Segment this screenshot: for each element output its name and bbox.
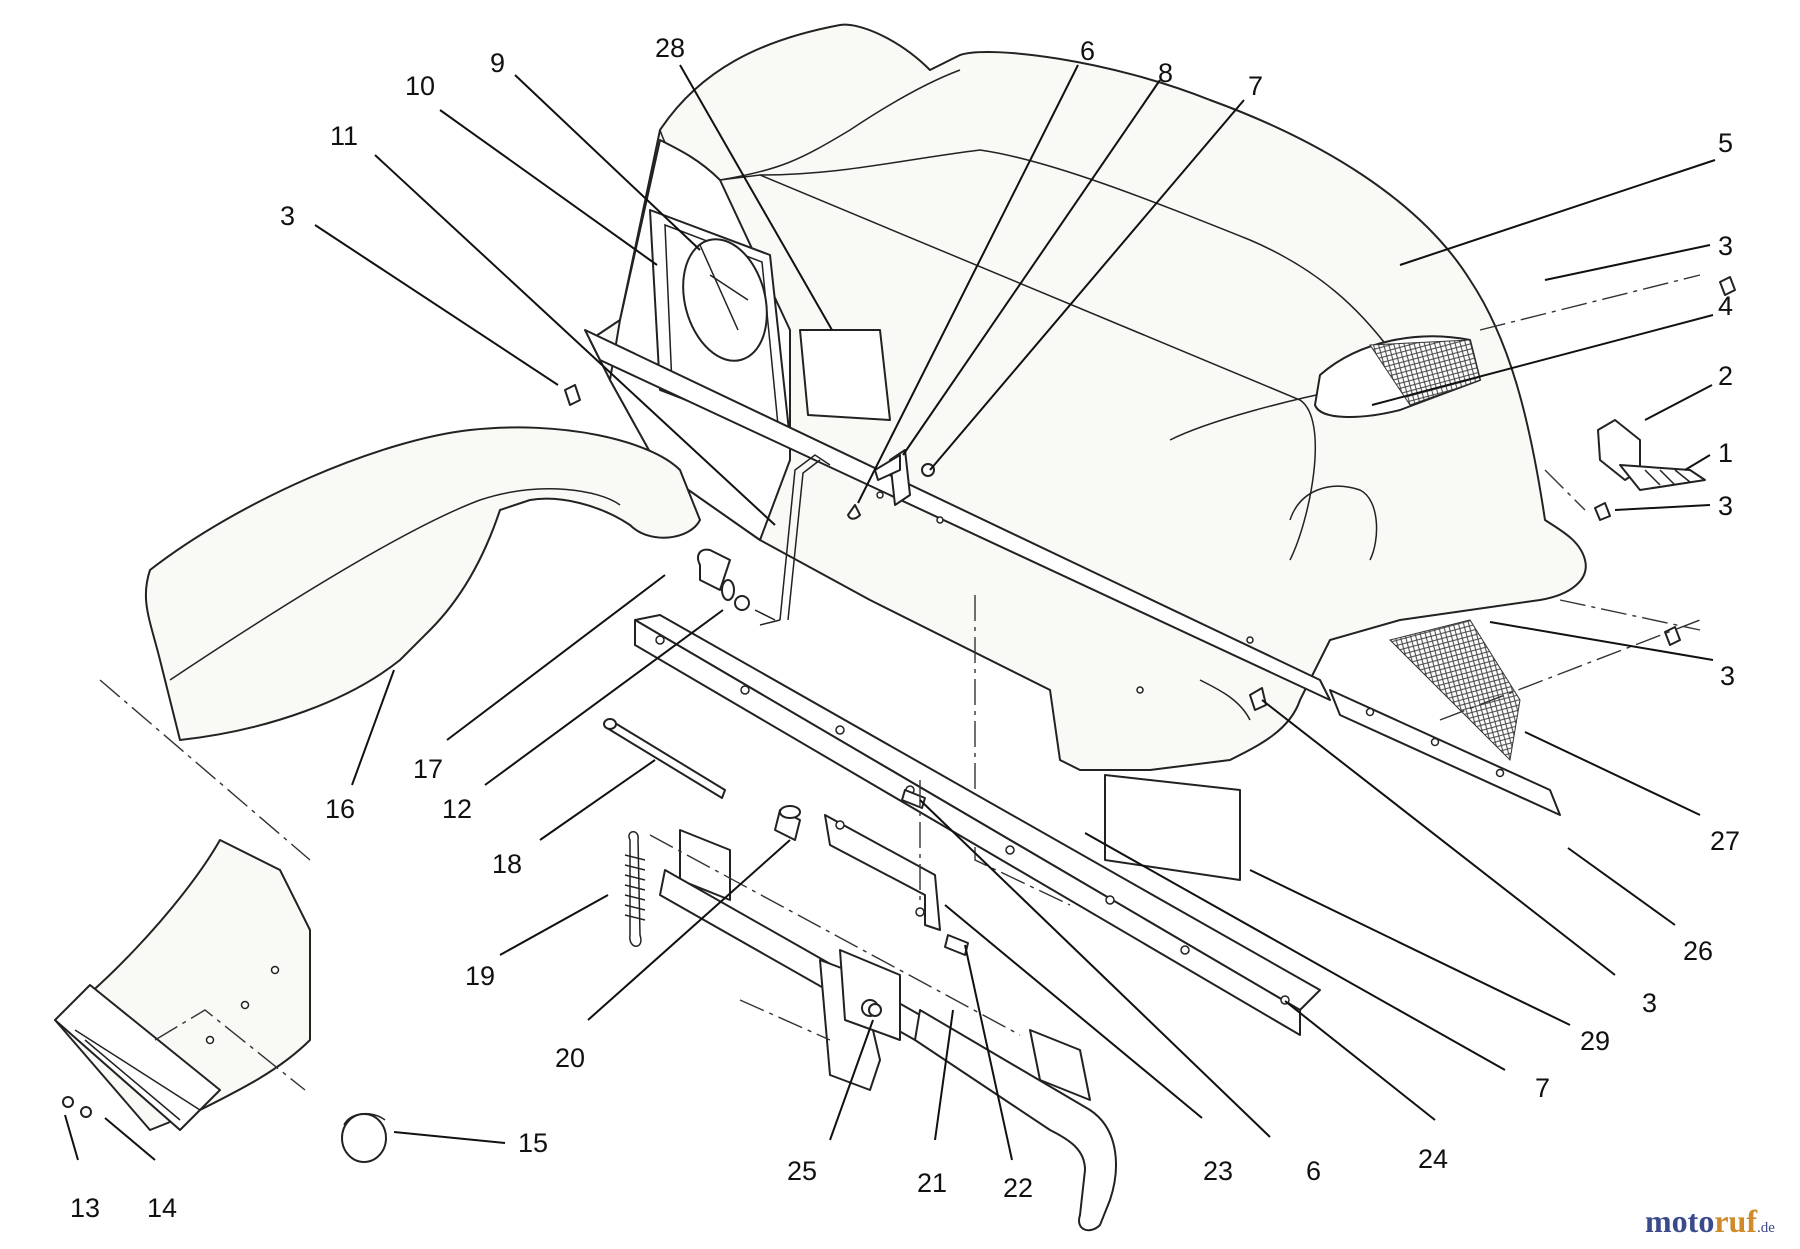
svg-text:motoruf.de: motoruf.de: [1645, 1203, 1775, 1239]
spring-19: [624, 831, 646, 947]
callout-3: 3: [1720, 661, 1735, 691]
callout-23: 23: [1203, 1156, 1233, 1186]
callout-18: 18: [492, 849, 522, 879]
callout-7: 7: [1535, 1073, 1550, 1103]
callout-24: 24: [1418, 1144, 1448, 1174]
fasteners-3: [564, 276, 1736, 711]
callout-27: 27: [1710, 826, 1740, 856]
callout-16: 16: [325, 794, 355, 824]
callout-17: 17: [413, 754, 443, 784]
lever-11: [697, 454, 831, 626]
watermark-logo: motoruf.de: [1645, 1203, 1775, 1239]
callout-7: 7: [1248, 71, 1263, 101]
callout-19: 19: [465, 961, 495, 991]
callout-5: 5: [1718, 128, 1733, 158]
latch-bracket-2: [1597, 419, 1706, 491]
callout-26: 26: [1683, 936, 1713, 966]
callout-28: 28: [655, 33, 685, 63]
callout-2: 2: [1718, 361, 1733, 391]
callout-6: 6: [1080, 36, 1095, 66]
callout-29: 29: [1580, 1026, 1610, 1056]
pedal-assembly-21: [659, 789, 1117, 1232]
callout-6: 6: [1306, 1156, 1321, 1186]
callout-22: 22: [1003, 1173, 1033, 1203]
mounting-angle-24: [634, 614, 1321, 1036]
callout-3: 3: [280, 201, 295, 231]
callout-8: 8: [1158, 58, 1173, 88]
callout-13: 13: [70, 1193, 100, 1223]
fender-16: [144, 426, 701, 741]
callout-20: 20: [555, 1043, 585, 1073]
callout-4: 4: [1718, 291, 1733, 321]
callout-21: 21: [917, 1168, 947, 1198]
hood-body: [584, 23, 1587, 906]
assembly-lines: [99, 274, 1701, 1091]
rod-18: [603, 718, 801, 841]
callout-12: 12: [442, 794, 472, 824]
callout-labels: 28 6 8 7 9 10 11 3 5 3 4 2 1 3 3 27 26 3…: [70, 33, 1740, 1223]
callout-9: 9: [490, 48, 505, 78]
leader-lines: [64, 64, 1716, 1161]
callout-11: 11: [330, 121, 358, 151]
callout-1: 1: [1718, 438, 1733, 468]
callout-10: 10: [405, 71, 435, 101]
callout-3: 3: [1642, 988, 1657, 1018]
callout-3: 3: [1718, 491, 1733, 521]
callout-14: 14: [147, 1193, 177, 1223]
callout-3: 3: [1718, 231, 1733, 261]
bracket-assembly-8: [847, 449, 935, 520]
callout-15: 15: [518, 1128, 548, 1158]
side-scoop: [54, 839, 387, 1163]
callout-25: 25: [787, 1156, 817, 1186]
